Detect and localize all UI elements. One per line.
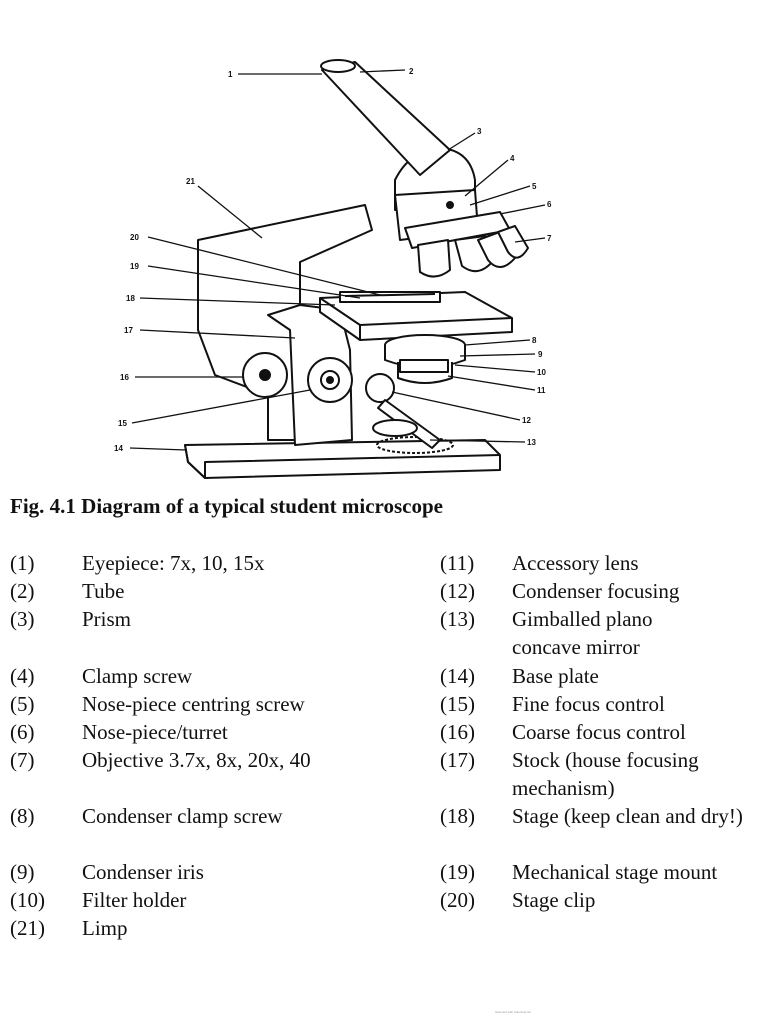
label-13: 13 <box>527 438 536 447</box>
tube-shape <box>321 61 451 176</box>
legend-item-19: (19) Mechanical stage mount <box>440 858 766 886</box>
legend-label: Filter holder <box>82 888 187 912</box>
legend-label: Prism <box>82 607 132 631</box>
legend-item-15: (15) Fine focus control <box>440 690 766 718</box>
label-3: 3 <box>477 127 482 136</box>
legend-item-21: (21) Limp <box>10 914 430 942</box>
legend-label: Base plate <box>512 664 599 688</box>
legend-number: (6) <box>10 720 35 744</box>
legend-number: (18) <box>440 804 475 828</box>
label-1: 1 <box>228 70 233 79</box>
label-20: 20 <box>130 233 139 242</box>
legend-label: Fine focus control <box>512 692 665 716</box>
legend-item-12: (12) Condenser focusing <box>440 577 766 605</box>
legend-item-20: (20) Stage clip <box>440 886 766 914</box>
legend-item-18: (18) Stage (keep clean and dry!) <box>440 802 766 858</box>
label-21: 21 <box>186 177 195 186</box>
legend-number: (5) <box>10 692 35 716</box>
legend-label: Nose-piece centring screw <box>82 692 305 716</box>
legend-item-2: (2) Tube <box>10 577 430 605</box>
legend-label: Mechanical stage mount <box>512 860 718 884</box>
legend-item-4: (4) Clamp screw <box>10 662 430 690</box>
legend-number: (13) <box>440 607 475 631</box>
legend-number: (19) <box>440 860 475 884</box>
mirror-shape <box>372 419 418 437</box>
legend-number: (3) <box>10 607 35 631</box>
legend-label: Stock (house focusing mechanism) <box>512 748 699 800</box>
legend-label: Condenser iris <box>82 860 204 884</box>
legend-item-14: (14) Base plate <box>440 662 766 690</box>
legend-number: (10) <box>10 888 45 912</box>
legend-number: (2) <box>10 579 35 603</box>
label-12: 12 <box>522 416 531 425</box>
legend-number: (21) <box>10 916 45 940</box>
legend-label: Limp <box>82 916 128 940</box>
label-5: 5 <box>532 182 537 191</box>
label-10: 10 <box>537 368 546 377</box>
legend-number: (12) <box>440 579 475 603</box>
stage-shape <box>319 291 513 341</box>
label-9: 9 <box>538 350 543 359</box>
label-19: 19 <box>130 262 139 271</box>
condenser-knob-shape <box>365 373 395 403</box>
objective-4 <box>497 225 529 259</box>
legend-label: Coarse focus control <box>512 720 686 744</box>
legend-item-8: (8) Condenser clamp screw <box>10 802 430 830</box>
legend-number: (11) <box>440 551 475 575</box>
legend-label: Gimballed plano concave mirror <box>512 607 653 659</box>
legend-item-16: (16) Coarse focus control <box>440 718 766 746</box>
legend-number: (17) <box>440 748 475 772</box>
legend-item-17: (17) Stock (house focusing mechanism) <box>440 746 766 802</box>
label-6: 6 <box>547 200 552 209</box>
legend-number: (7) <box>10 748 35 772</box>
legend-item-5: (5) Nose-piece centring screw <box>10 690 430 718</box>
label-18: 18 <box>126 294 135 303</box>
legend-number: (1) <box>10 551 35 575</box>
legend-item-11: (11) Accessory lens <box>440 549 766 577</box>
scanner-watermark: Scanned with CamScanner <box>495 1010 532 1014</box>
legend-number: (14) <box>440 664 475 688</box>
legend-item-6: (6) Nose-piece/turret <box>10 718 430 746</box>
figure-caption: Fig. 4.1 Diagram of a typical student mi… <box>10 494 443 518</box>
legend-item-10: (10) Filter holder <box>10 886 430 914</box>
label-15: 15 <box>118 419 127 428</box>
legend-number: (16) <box>440 720 475 744</box>
legend-label: Condenser focusing <box>512 579 680 603</box>
legend-number: (4) <box>10 664 35 688</box>
legend-label: Stage (keep clean and dry!) <box>512 804 743 828</box>
legend-item-13: (13) Gimballed plano concave mirror <box>440 605 766 661</box>
microscope-diagram: 1 2 3 4 5 6 7 8 9 10 11 12 13 14 15 16 1… <box>114 59 552 479</box>
label-17: 17 <box>124 326 133 335</box>
legend-number: (8) <box>10 804 35 828</box>
legend-label: Accessory lens <box>512 551 639 575</box>
legend-label: Nose-piece/turret <box>82 720 228 744</box>
legend-number: (20) <box>440 888 475 912</box>
label-7: 7 <box>547 234 552 243</box>
label-2: 2 <box>409 67 414 76</box>
legend-label: Clamp screw <box>82 664 193 688</box>
label-11: 11 <box>537 386 546 395</box>
legend-item-7: (7) Objective 3.7x, 8x, 20x, 40 <box>10 746 430 774</box>
legend-item-1: (1) Eyepiece: 7x, 10, 15x <box>10 549 430 577</box>
objective-1 <box>417 239 451 278</box>
label-14: 14 <box>114 444 123 453</box>
legend-label: Stage clip <box>512 888 596 912</box>
label-16: 16 <box>120 373 129 382</box>
legend-item-9: (9) Condenser iris <box>10 858 430 886</box>
label-8: 8 <box>532 336 537 345</box>
label-4: 4 <box>510 154 515 163</box>
legend-item-3: (3) Prism <box>10 605 430 633</box>
legend-label: Eyepiece: 7x, 10, 15x <box>82 551 265 575</box>
legend-number: (9) <box>10 860 35 884</box>
legend-label: Tube <box>82 579 125 603</box>
legend-label: Objective 3.7x, 8x, 20x, 40 <box>82 748 311 772</box>
legend-number: (15) <box>440 692 475 716</box>
legend-label: Condenser clamp screw <box>82 804 283 828</box>
